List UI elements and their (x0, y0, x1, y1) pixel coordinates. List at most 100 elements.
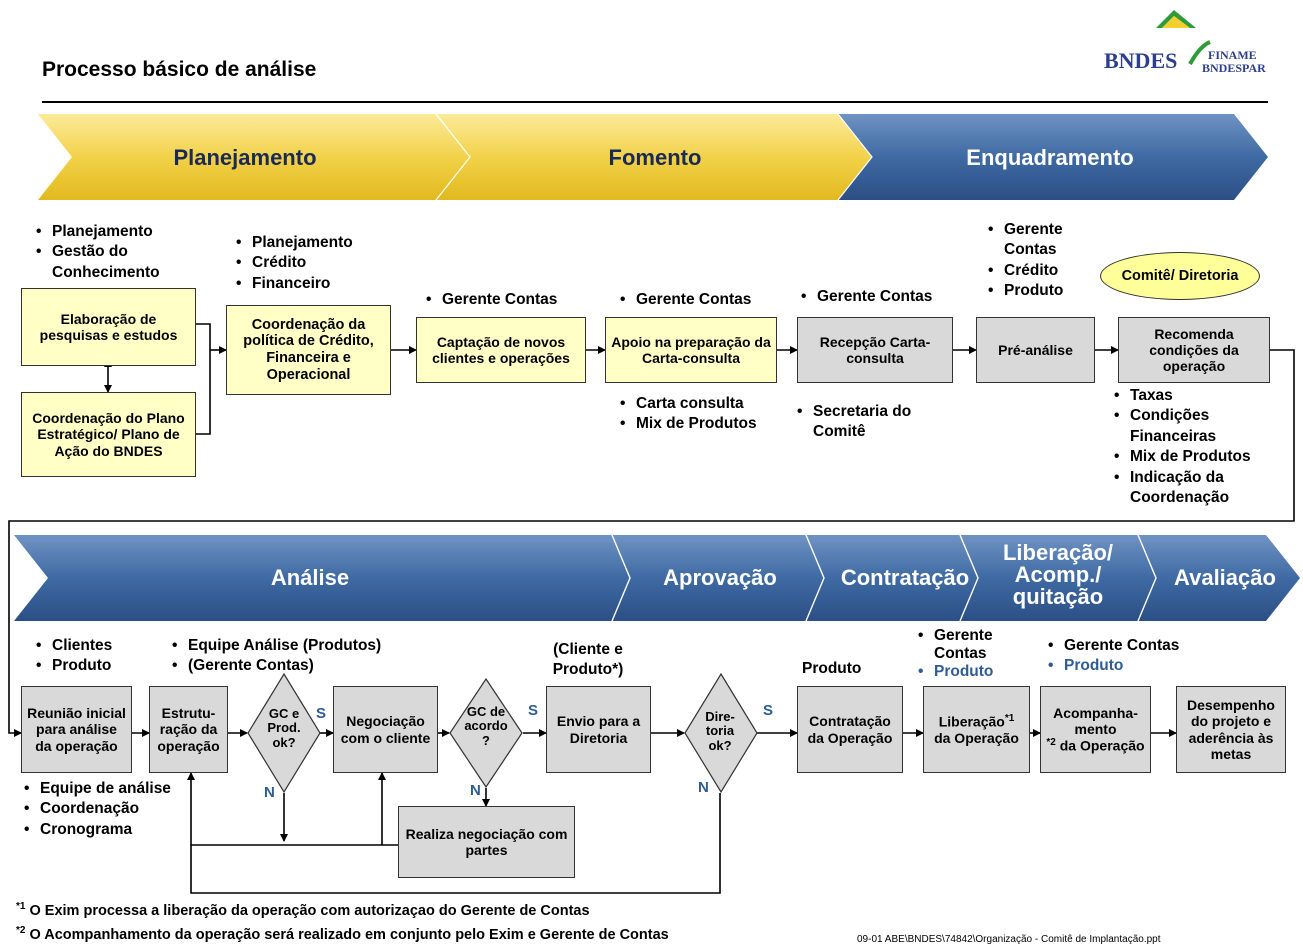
box-contratacao: Contratação da Operação (797, 686, 903, 773)
footnote-1-marker: *1 (16, 901, 26, 912)
liberacao-line1: Liberação*1 (939, 713, 1015, 730)
page-title: Processo básico de análise (42, 58, 317, 81)
box-realiza: Realiza negociação com partes (398, 806, 575, 878)
bullet-item: Mix de Produtos (1114, 447, 1274, 468)
bullet-item: Gerente Contas (801, 287, 971, 308)
bullet-item: Crédito (988, 261, 1088, 282)
box-liberacao: Liberação*1 da Operação (923, 686, 1030, 773)
bullet-item: Produto (36, 656, 156, 677)
acompanhamento-line1: Acompanha- mento (1053, 705, 1138, 738)
no-label-d3: N (698, 779, 709, 796)
oval-comite: Comitê/ Diretoria (1100, 252, 1260, 300)
bullets-recepcao: Gerente Contas (801, 287, 971, 308)
bullets-liberacao: Gerente Contas Produto (918, 627, 1018, 680)
bullet-item: Produto (988, 281, 1088, 302)
band-label-liberacao: Liberação/ Acomp./ quitação (1002, 540, 1114, 609)
bullet-item: Gestão do Conhecimento (36, 242, 196, 283)
yes-label-d2: S (528, 702, 539, 719)
box-recomenda: Recomenda condições da operação (1118, 317, 1270, 383)
band-planejamento (38, 114, 470, 200)
bullets-acompanhamento: Gerente Contas Produto (1048, 636, 1208, 677)
label-cliente-produto: (Cliente e Produto*) (552, 641, 624, 679)
bullet-item: Secretaria do Comitê (797, 402, 947, 443)
bullet-item: Equipe de análise (24, 779, 184, 800)
acompanhamento-line2: *2 da Operação (1046, 737, 1144, 754)
bullets-recomenda-below: Taxas Condições Financeiras Mix de Produ… (1114, 386, 1274, 509)
bullet-item: Carta consulta (620, 394, 800, 415)
footnote-2-text: O Acompanhamento da operação será realiz… (29, 926, 669, 943)
box-negociacao: Negociação com o cliente (333, 686, 438, 773)
box-reuniao: Reunião inicial para análise da operação (21, 686, 132, 773)
bullet-item: Taxas (1114, 386, 1274, 407)
box-elaboracao: Elaboração de pesquisas e estudos (21, 288, 196, 366)
no-label-d2: N (470, 782, 481, 799)
decision-d3-label: Dire- toria ok? (705, 709, 735, 753)
bullet-item: Produto (1048, 656, 1208, 677)
bullet-item: Cronograma (24, 820, 184, 841)
footnote-2: *2 O Acompanhamento da operação será rea… (16, 925, 669, 943)
title-divider (42, 101, 1268, 103)
bullet-item: Indicação da Coordenação (1114, 468, 1274, 509)
band-label-fomento: Fomento (608, 145, 702, 170)
file-path: 09-01 ABE\BNDES\74842\Organização - Comi… (857, 934, 1161, 945)
logo-finame: FINAME (1208, 48, 1257, 62)
bullet-item: Produto (918, 663, 1018, 681)
bullet-item: Planejamento (36, 222, 196, 243)
bullet-item: Planejamento (236, 233, 386, 254)
box-recepcao: Recepção Carta-consulta (797, 317, 953, 383)
decision-d1 (247, 673, 321, 793)
bullet-item: Coordenação (24, 799, 184, 820)
bullets-reuniao-below: Equipe de análise Coordenação Cronograma (24, 779, 184, 841)
bullet-item: Gerente Contas (620, 290, 790, 311)
bullets-recepcao-below: Secretaria do Comitê (797, 402, 947, 443)
box-coordenacao-politica: Coordenação da política de Crédito, Fina… (226, 305, 391, 395)
band-label-aprovacao: Aprovação (663, 565, 777, 590)
bullet-item: Equipe Análise (Produtos) (172, 636, 432, 657)
bullets-planejamento: Planejamento Gestão do Conhecimento (36, 222, 196, 283)
band-analise (14, 535, 1300, 621)
bullet-item: Crédito (236, 253, 386, 274)
footnote-1: *1 O Exim processa a liberação da operaç… (16, 901, 590, 919)
bullets-pre-analise: Gerente Contas Crédito Produto (988, 220, 1088, 302)
bullets-reuniao: Clientes Produto (36, 636, 156, 677)
sup1-marker: *1 (1004, 713, 1015, 725)
bullets-captacao: Gerente Contas (426, 290, 596, 311)
bullet-item: Condições Financeiras (1114, 406, 1274, 447)
bullet-item: Clientes (36, 636, 156, 657)
bullets-estruturacao: Equipe Análise (Produtos) (Gerente Conta… (172, 636, 432, 677)
box-coordenacao-plano: Coordenação do Plano Estratégico/ Plano … (21, 392, 196, 477)
footnote-1-text: O Exim processa a liberação da operação … (29, 902, 590, 919)
sup2-marker: *2 (1046, 737, 1056, 749)
decision-d2-label: GC de acordo ? (464, 704, 508, 748)
box-estruturacao: Estrutu- ração da operação (149, 686, 228, 773)
box-acompanhamento: Acompanha- mento *2 da Operação (1040, 686, 1151, 773)
bullet-item: Financeiro (236, 274, 386, 295)
footnote-2-marker: *2 (16, 925, 26, 936)
yes-label-d3: S (763, 702, 774, 719)
bullet-item: Gerente Contas (918, 627, 1018, 663)
bullet-item: Mix de Produtos (620, 414, 800, 435)
liberacao-label: Liberação (938, 713, 1005, 730)
bullet-item: Gerente Contas (988, 220, 1088, 261)
box-desempenho: Desempenho do projeto e aderência às met… (1176, 686, 1286, 773)
band-label-analise: Análise (270, 565, 350, 590)
band-enquadramento (838, 114, 1268, 200)
band-label-avaliacao: Avaliação (1174, 565, 1276, 590)
bullets-apoio-below: Carta consulta Mix de Produtos (620, 394, 800, 435)
band-label-enquadramento: Enquadramento (966, 145, 1134, 170)
bullet-item: Gerente Contas (1048, 636, 1208, 657)
band-fomento (436, 114, 872, 200)
bullet-item: (Gerente Contas) (172, 656, 432, 677)
box-captacao: Captação de novos clientes e operações (416, 317, 586, 383)
logo-brand: BNDES (1104, 48, 1177, 73)
decision-d2 (449, 678, 523, 788)
box-apoio: Apoio na preparação da Carta-consulta (605, 317, 777, 383)
bndes-logo: BNDES FINAME BNDESPAR (1104, 10, 1266, 75)
box-envio: Envio para a Diretoria (546, 686, 651, 773)
bullet-item: Gerente Contas (426, 290, 596, 311)
yes-label-d1: S (316, 705, 327, 722)
band-label-contratacao: Contratação (840, 565, 970, 590)
decision-d3 (684, 673, 758, 793)
logo-bndespar: BNDESPAR (1202, 61, 1266, 75)
